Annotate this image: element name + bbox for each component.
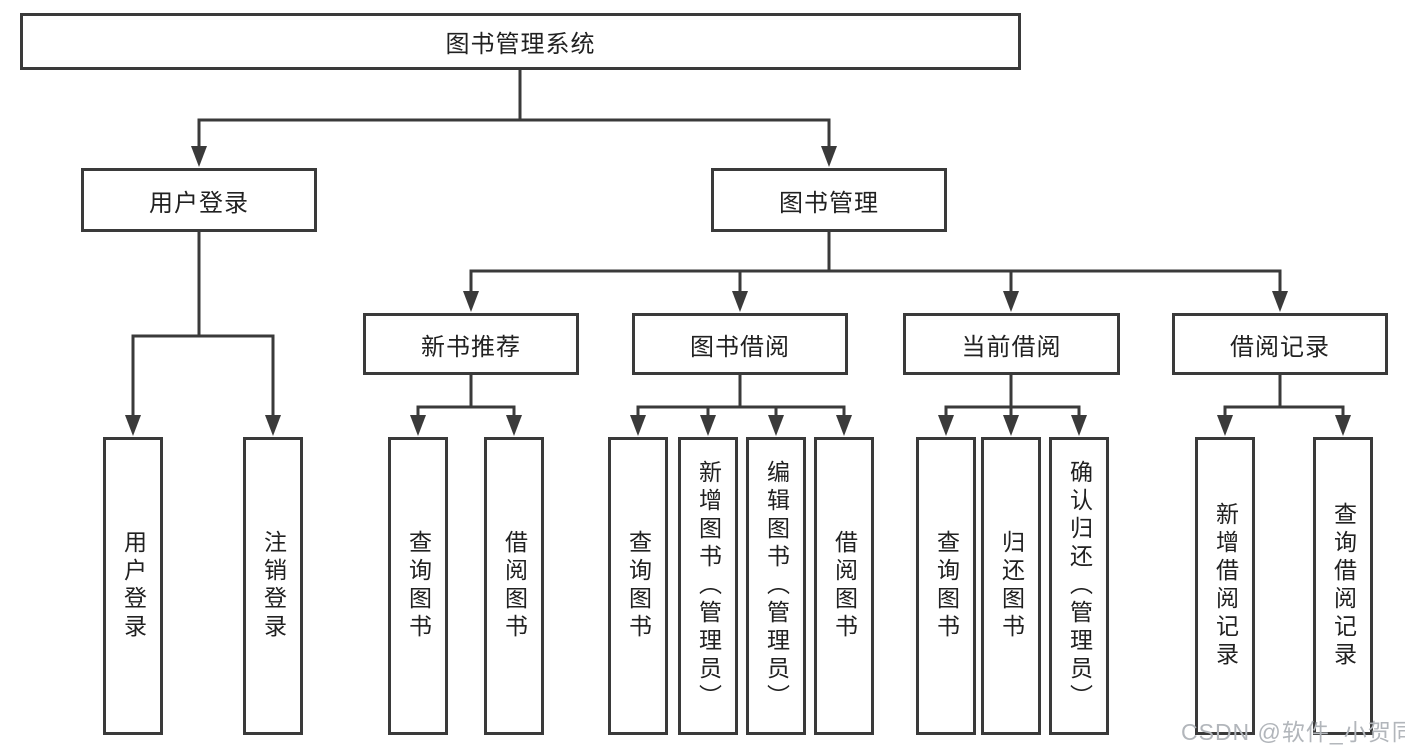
leaf-borrow-books-recommend-label: 借阅图书 (501, 530, 528, 642)
leaf-logout-label: 注销登录 (260, 530, 287, 642)
node-borrow-records-label: 借阅记录 (1230, 333, 1330, 361)
leaf-confirm-return-admin-label: 确认归还（管理员） (1066, 460, 1093, 712)
leaf-borrow-books-label: 借阅图书 (831, 530, 858, 642)
leaf-query-books-current: 查询图书 (916, 437, 976, 735)
leaf-user-login-label: 用户登录 (120, 530, 147, 642)
leaf-query-books-current-label: 查询图书 (933, 530, 960, 642)
watermark: CSDN @软件_小贺同学 (1181, 719, 1405, 745)
node-book-borrowing: 图书借阅 (632, 313, 848, 375)
leaf-edit-books-admin: 编辑图书（管理员） (746, 437, 806, 735)
node-book-management-label: 图书管理 (779, 189, 879, 217)
leaf-edit-books-admin-label: 编辑图书（管理员） (763, 460, 790, 712)
node-user-login: 用户登录 (81, 168, 317, 232)
leaf-query-borrow-record-label: 查询借阅记录 (1330, 502, 1357, 670)
leaf-add-books-admin-label: 新增图书（管理员） (695, 460, 722, 712)
tree-edges (131, 70, 1345, 420)
leaf-add-books-admin: 新增图书（管理员） (678, 437, 738, 735)
leaf-add-borrow-record-label: 新增借阅记录 (1212, 502, 1239, 670)
leaf-confirm-return-admin: 确认归还（管理员） (1049, 437, 1109, 735)
leaf-query-books-borrowing: 查询图书 (608, 437, 668, 735)
node-new-book-recommend: 新书推荐 (363, 313, 579, 375)
leaf-add-borrow-record: 新增借阅记录 (1195, 437, 1255, 735)
leaf-query-books-recommend: 查询图书 (388, 437, 448, 735)
leaf-query-books-borrowing-label: 查询图书 (625, 530, 652, 642)
leaf-user-login: 用户登录 (103, 437, 163, 735)
node-current-borrowing-label: 当前借阅 (961, 333, 1062, 361)
node-book-borrowing-label: 图书借阅 (690, 333, 790, 361)
leaf-borrow-books-recommend: 借阅图书 (484, 437, 544, 735)
node-borrow-records: 借阅记录 (1172, 313, 1388, 375)
leaf-borrow-books: 借阅图书 (814, 437, 874, 735)
node-root-label: 图书管理系统 (445, 31, 596, 58)
leaf-query-books-recommend-label: 查询图书 (405, 530, 432, 642)
leaf-logout: 注销登录 (243, 437, 303, 735)
node-user-login-label: 用户登录 (149, 189, 249, 217)
leaf-return-books-label: 归还图书 (998, 530, 1025, 642)
node-current-borrowing: 当前借阅 (903, 313, 1120, 375)
leaf-return-books: 归还图书 (981, 437, 1041, 735)
arrowhead-icons (125, 146, 1351, 436)
node-root-system: 图书管理系统 (20, 13, 1021, 70)
node-new-book-recommend-label: 新书推荐 (421, 333, 521, 361)
leaf-query-borrow-record: 查询借阅记录 (1313, 437, 1373, 735)
node-book-management: 图书管理 (711, 168, 947, 232)
